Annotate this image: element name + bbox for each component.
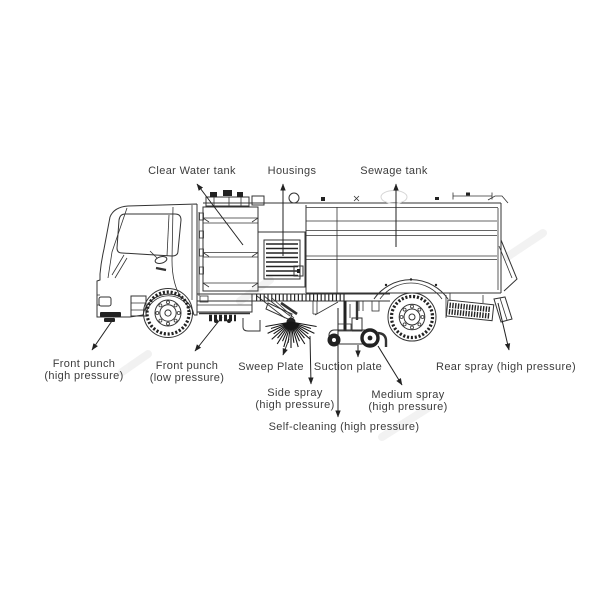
sewage-tank-body bbox=[203, 190, 518, 294]
label-side-spray: Side spray (high pressure) bbox=[255, 387, 334, 411]
label-clear-water-tank: Clear Water tank bbox=[148, 165, 236, 177]
rear-spray-bar bbox=[445, 293, 513, 323]
label-rear-spray: Rear spray (high pressure) bbox=[436, 361, 576, 373]
label-medium-spray-line2: (high pressure) bbox=[368, 401, 448, 413]
rear-fender bbox=[373, 278, 449, 300]
label-housings: Housings bbox=[267, 165, 317, 177]
label-front-punch-high-line1: Front punch bbox=[52, 358, 116, 370]
label-medium-spray-line1: Medium spray bbox=[371, 389, 445, 401]
label-medium-spray: Medium spray (high pressure) bbox=[368, 389, 447, 413]
label-front-punch-high: Front punch (high pressure) bbox=[44, 358, 123, 382]
suction-plate-assembly bbox=[327, 300, 388, 348]
label-front-punch-low-line1: Front punch bbox=[155, 360, 219, 372]
label-front-punch-high-line2: (high pressure) bbox=[44, 370, 124, 382]
label-side-spray-line1: Side spray bbox=[267, 387, 323, 399]
label-side-spray-line2: (high pressure) bbox=[255, 399, 335, 411]
front-wheel bbox=[143, 288, 193, 338]
label-sewage-tank: Sewage tank bbox=[360, 165, 428, 177]
clear-water-tank-body bbox=[199, 190, 265, 292]
housing-vent-box bbox=[257, 231, 306, 288]
sweep-plate-brush bbox=[256, 295, 317, 348]
callout-arrows bbox=[91, 183, 511, 418]
label-sweep-plate: Sweep Plate bbox=[238, 361, 304, 373]
rear-wheel bbox=[387, 292, 437, 342]
label-front-punch-low: Front punch (low pressure) bbox=[150, 360, 225, 384]
label-self-cleaning: Self-cleaning (high pressure) bbox=[268, 421, 420, 433]
label-suction-plate: Suction plate bbox=[313, 361, 383, 373]
truck-cab bbox=[96, 203, 200, 322]
label-front-punch-low-line2: (low pressure) bbox=[149, 372, 225, 384]
